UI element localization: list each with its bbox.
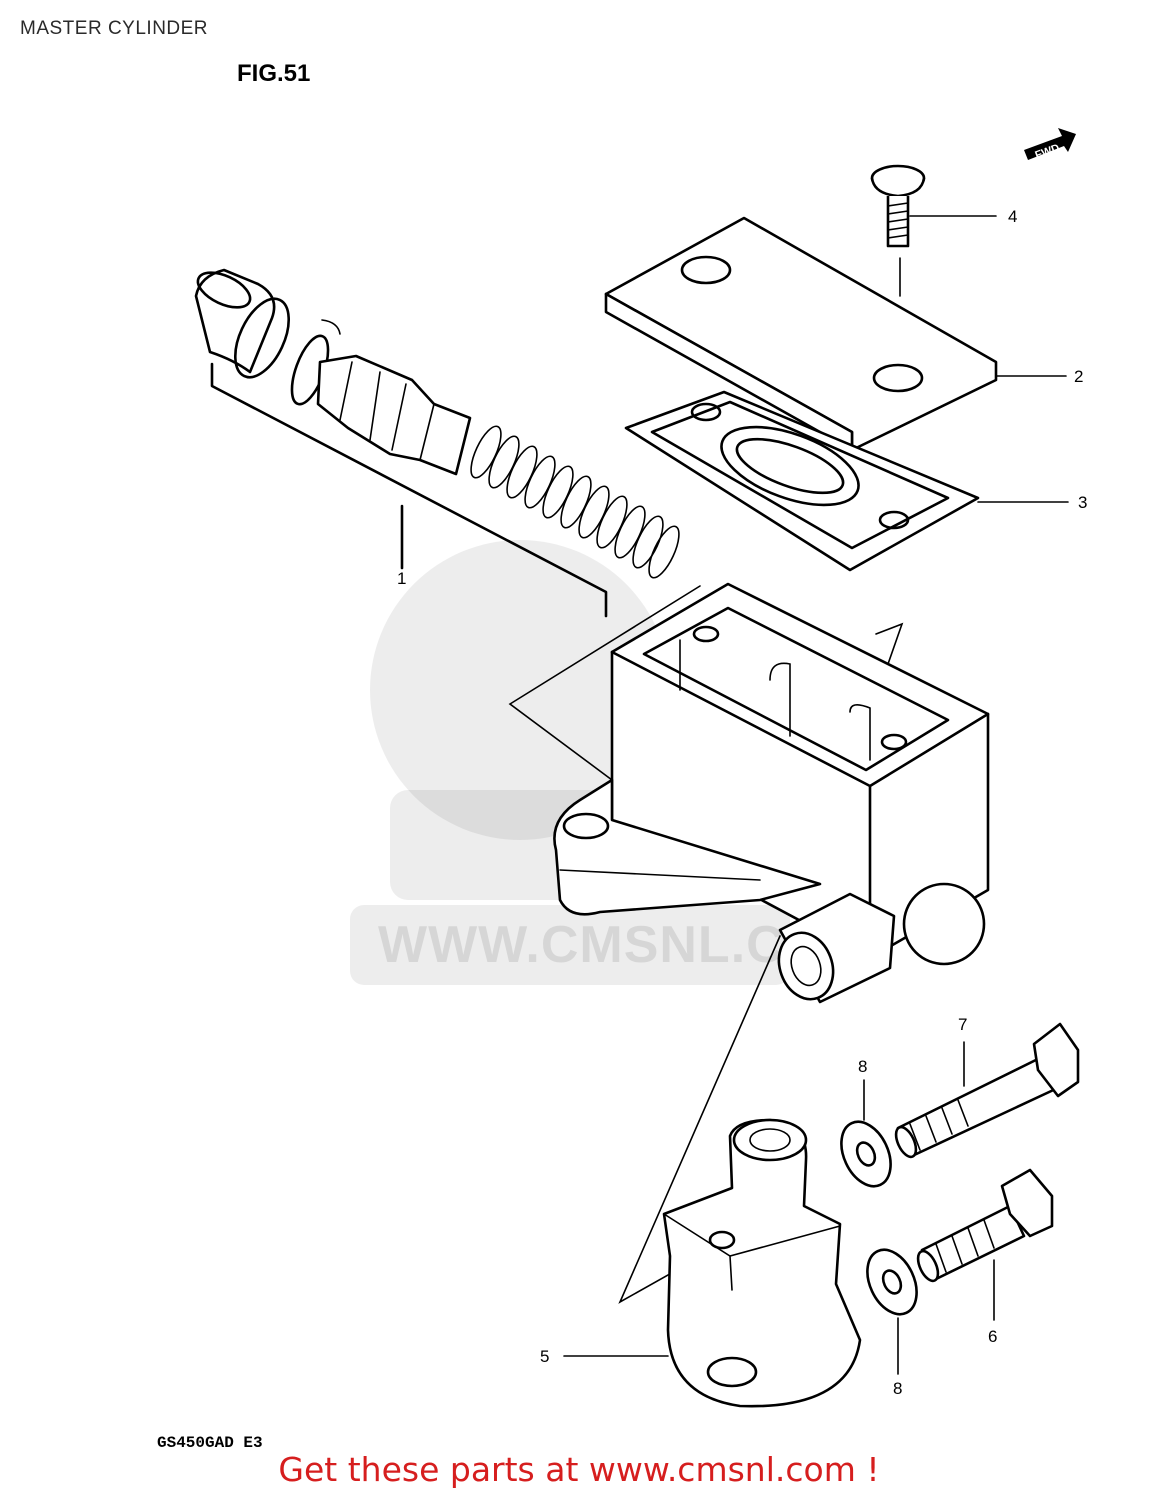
model-code: GS450GAD E3 [157, 1434, 263, 1452]
holder-washer-lower-part [866, 1248, 918, 1316]
holder-bolt-lower-part [916, 1168, 1054, 1283]
figure-number: FIG.51 [237, 60, 311, 87]
callout-1: 1 [397, 569, 406, 588]
piston-set-part [194, 268, 680, 618]
master-cylinder-body [508, 582, 990, 1304]
diaphragm-gasket-part [624, 390, 980, 572]
callout-8-lower: 8 [893, 1379, 902, 1398]
callout-6: 6 [988, 1327, 997, 1346]
callout-2: 2 [1074, 367, 1083, 386]
holder-washer-upper-part [840, 1120, 892, 1188]
master-cylinder-holder-part [662, 1118, 862, 1408]
callout-5: 5 [540, 1347, 549, 1366]
callout-4: 4 [1008, 207, 1017, 226]
fwd-arrow-icon: FWD [1024, 128, 1076, 162]
holder-bolt-upper-part [894, 1022, 1080, 1159]
callout-3: 3 [1078, 493, 1087, 512]
promo-link-text[interactable]: Get these parts at www.cmsnl.com ! [278, 1450, 880, 1489]
callout-7: 7 [958, 1015, 967, 1034]
callout-leaders [563, 215, 1069, 1375]
callout-8-upper: 8 [858, 1057, 867, 1076]
page-title: MASTER CYLINDER [20, 18, 209, 39]
